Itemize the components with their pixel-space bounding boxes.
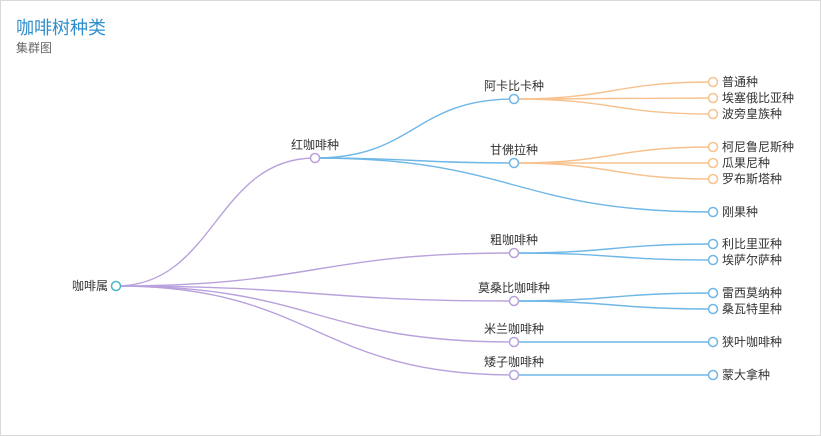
node-矮子咖啡种-label: 矮子咖啡种 [484,354,544,369]
node-莫桑比咖啡种[interactable] [508,295,520,307]
node-波旁皇族种[interactable] [707,108,719,120]
node-波旁皇族种-label: 波旁皇族种 [722,106,782,121]
node-埃萨尔萨种-label: 埃萨尔萨种 [722,252,782,267]
node-瓜果尼种[interactable] [707,157,719,169]
edge-埃萨尔萨种 [513,252,714,261]
node-利比里亚种[interactable] [707,238,719,250]
chart-subtitle: 集群图 [16,41,53,55]
node-蒙大拿种[interactable] [707,369,719,381]
node-root[interactable] [110,280,122,292]
edge-雷西莫纳种 [513,292,714,302]
node-刚果种[interactable] [707,206,719,218]
edge-root-米兰咖啡种 [115,285,515,343]
tree-nodes [110,76,719,381]
node-甘佛拉种[interactable] [508,157,520,169]
node-桑瓦特里种-label: 桑瓦特里种 [722,301,782,316]
edge-利比里亚种 [513,243,714,254]
edge-阿卡比卡种 [314,98,515,159]
edge-波旁皇族种 [513,98,714,115]
edge-root-粗咖啡种 [115,252,515,287]
node-粗咖啡种[interactable] [508,247,520,259]
node-甘佛拉种-label: 甘佛拉种 [490,142,538,157]
edge-罗布斯塔种 [513,162,714,180]
node-刚果种-label: 刚果种 [722,205,758,219]
node-矮子咖啡种[interactable] [508,369,520,381]
node-蒙大拿种-label: 蒙大拿种 [722,367,770,382]
node-狭叶咖啡种[interactable] [707,336,719,348]
tree-edges [115,81,714,376]
node-红咖啡种[interactable] [309,152,321,164]
edge-root-矮子咖啡种 [115,285,515,376]
node-普通种-label: 普通种 [722,75,758,89]
node-利比里亚种-label: 利比里亚种 [722,237,782,251]
node-莫桑比咖啡种-label: 莫桑比咖啡种 [478,280,550,295]
node-罗布斯塔种[interactable] [707,173,719,185]
node-埃萨尔萨种[interactable] [707,254,719,266]
node-雷西莫纳种-label: 雷西莫纳种 [722,286,782,300]
edge-root-红咖啡种 [115,157,316,287]
node-米兰咖啡种[interactable] [508,336,520,348]
node-阿卡比卡种-label: 阿卡比卡种 [484,79,544,93]
node-埃塞俄比亚种-label: 埃塞俄比亚种 [722,90,794,105]
node-红咖啡种-label: 红咖啡种 [291,137,339,152]
edge-桑瓦特里种 [513,300,714,310]
node-柯尼鲁尼斯种[interactable] [707,141,719,153]
node-米兰咖啡种-label: 米兰咖啡种 [484,321,544,336]
node-柯尼鲁尼斯种-label: 柯尼鲁尼斯种 [722,140,794,154]
node-埃塞俄比亚种[interactable] [707,92,719,104]
edge-柯尼鲁尼斯种 [513,146,714,164]
node-瓜果尼种-label: 瓜果尼种 [722,156,770,170]
node-阿卡比卡种[interactable] [508,93,520,105]
node-root-label: 咖啡属 [72,278,108,293]
node-狭叶咖啡种-label: 狭叶咖啡种 [722,334,782,349]
chart-title: 咖啡树种类 [16,18,106,39]
node-普通种[interactable] [707,76,719,88]
edge-刚果种 [314,157,714,213]
edge-root-莫桑比咖啡种 [115,285,515,302]
node-粗咖啡种-label: 粗咖啡种 [490,232,538,247]
node-雷西莫纳种[interactable] [707,287,719,299]
node-桑瓦特里种[interactable] [707,303,719,315]
node-罗布斯塔种-label: 罗布斯塔种 [722,172,782,186]
